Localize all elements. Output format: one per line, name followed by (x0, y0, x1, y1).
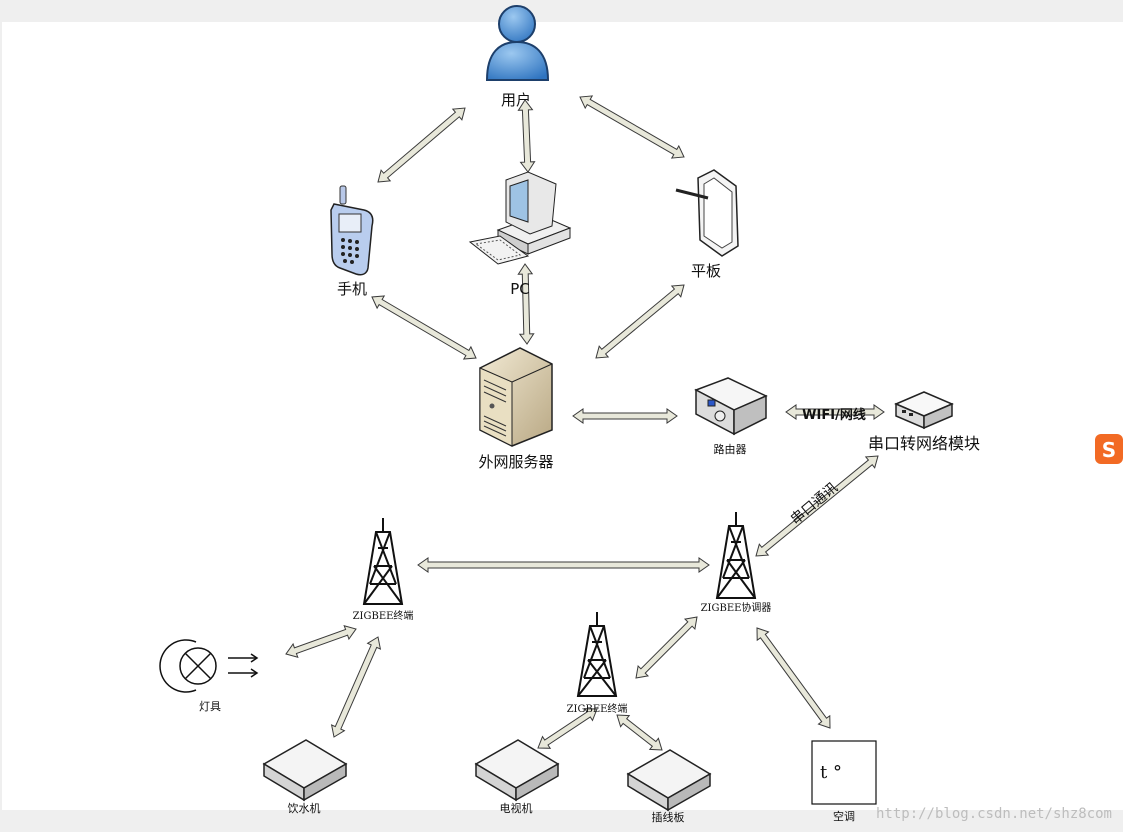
arrow-router-serial (785, 404, 885, 420)
zigbee-coordinator-tower-icon (715, 512, 757, 599)
router-icon (694, 377, 768, 436)
sogou-ime-logo[interactable]: S (1095, 434, 1123, 464)
tablet-icon (675, 169, 739, 257)
arrow-coordinator-end2 (635, 616, 698, 679)
arrow-pc-user (517, 99, 536, 173)
aircon-label: 空调 (833, 809, 855, 823)
arrow-end2-strip (616, 714, 663, 751)
power-strip-icon (626, 749, 712, 812)
water-dispenser-icon (262, 739, 348, 802)
user-icon (485, 5, 550, 81)
phone-label: 手机 (337, 280, 367, 298)
arrow-phone-server (371, 295, 477, 360)
arrow-tablet-user (579, 95, 685, 159)
tv-label: 电视机 (500, 801, 533, 815)
zigbee-end-2-tower-icon (576, 612, 618, 697)
arrow-server-router (572, 408, 678, 424)
zigbee-end-2-label: ZIGBEE终端 (567, 702, 628, 715)
aircon-panel (811, 740, 877, 805)
wifi-link-label: WIFI/网线 (802, 407, 866, 423)
serial-module-label: 串口转网络模块 (868, 434, 980, 453)
aircon-reading: t ° (820, 762, 842, 783)
arrow-lamp-end1 (285, 625, 357, 658)
pc-icon (468, 171, 572, 265)
tv-icon (474, 739, 560, 802)
user-label: 用户 (501, 91, 531, 109)
server-label: 外网服务器 (478, 453, 553, 471)
tablet-label: 平板 (691, 262, 721, 280)
lamp-label: 灯具 (199, 700, 221, 713)
router-label: 路由器 (714, 442, 747, 456)
watermark: http://blog.csdn.net/shz8com (876, 806, 1112, 822)
power-strip-label: 插线板 (652, 810, 685, 824)
arrow-serial-coordinator (755, 455, 879, 557)
serial-module-icon (894, 391, 954, 430)
svg-text:S: S (1102, 438, 1116, 462)
pc-label: PC (510, 280, 530, 298)
water-dispenser-label: 饮水机 (288, 801, 321, 815)
arrow-coordinator-aircon (756, 627, 831, 729)
zigbee-end-1-tower-icon (362, 518, 404, 605)
diagram-background (2, 22, 1123, 810)
arrow-end2-tv (537, 708, 598, 749)
arrow-tablet-server (595, 284, 685, 359)
lamp-icon (159, 639, 259, 693)
arrow-pc-server (517, 263, 535, 345)
zigbee-end-1-label: ZIGBEE终端 (353, 609, 414, 622)
connection-arrows (285, 95, 885, 751)
arrow-end1-coordinator (417, 557, 710, 573)
arrow-end1-dispenser (330, 636, 382, 738)
zigbee-coordinator-label: ZIGBEE协调器 (701, 601, 772, 614)
phone-icon (330, 185, 374, 276)
server-icon (479, 347, 553, 447)
arrow-phone-user (377, 107, 466, 183)
